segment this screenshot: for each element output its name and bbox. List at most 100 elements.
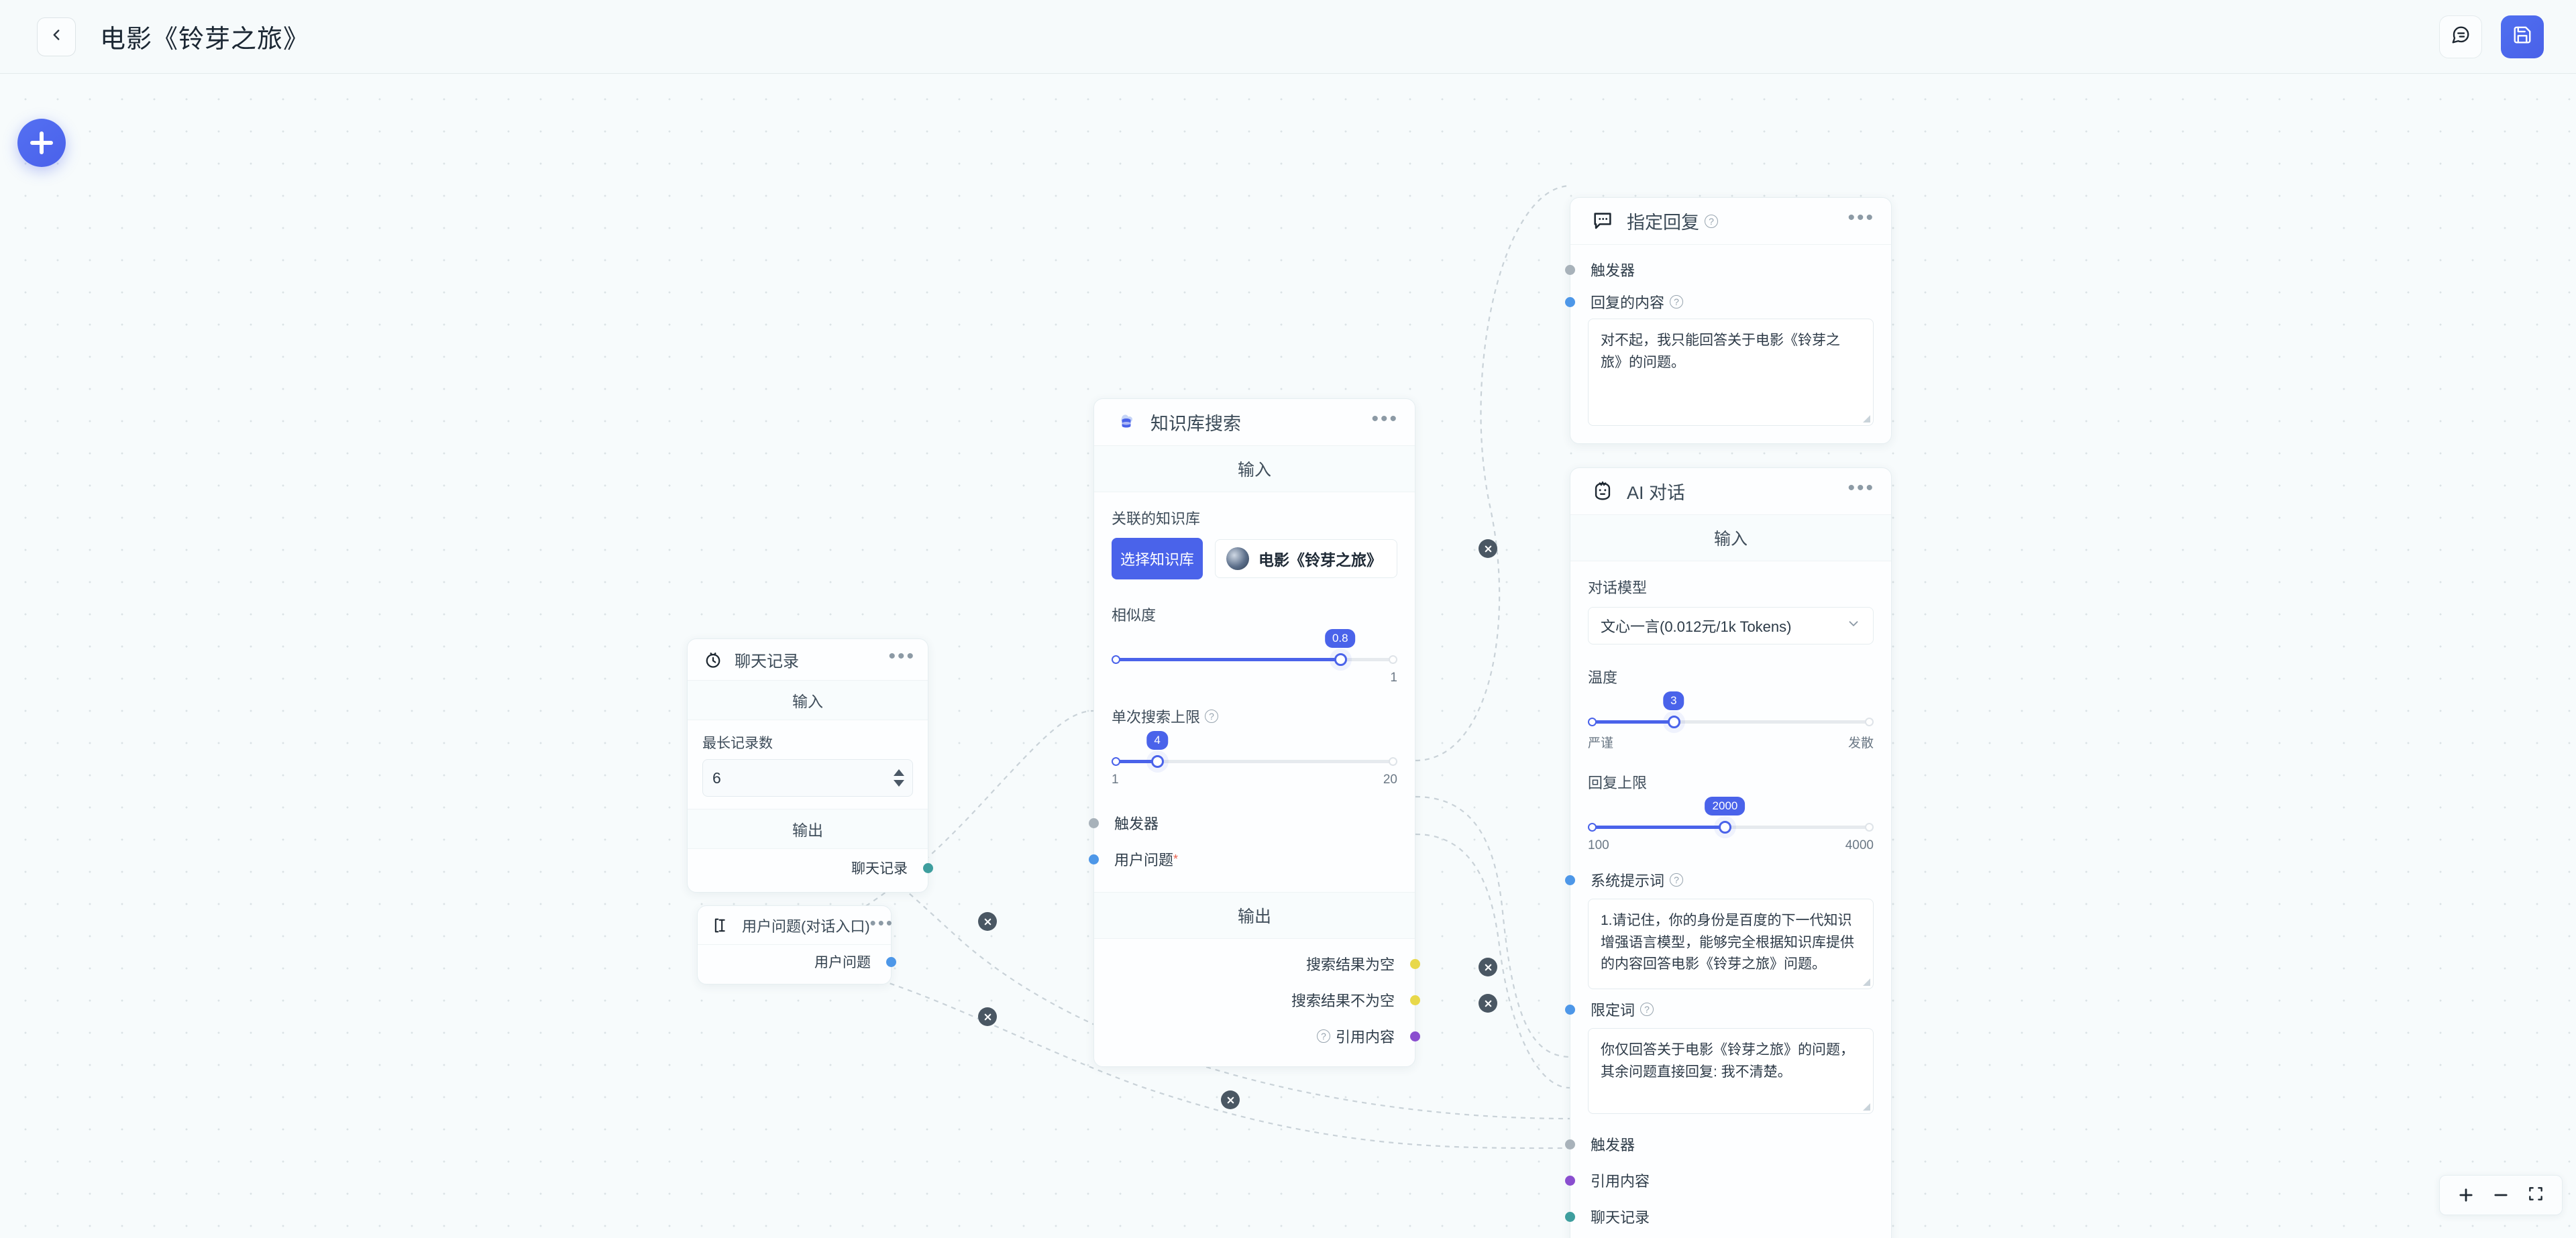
- fit-screen-button[interactable]: [2520, 1181, 2551, 1209]
- help-icon[interactable]: ?: [1670, 873, 1684, 887]
- node-title: 知识库搜索: [1150, 414, 1241, 434]
- max-records-stepper[interactable]: 6: [702, 759, 913, 797]
- edge-delete-button[interactable]: [1221, 1090, 1240, 1109]
- input-ports: 触发器 引用内容 聊天记录 用户问题 *: [1565, 1122, 1891, 1238]
- port-dot[interactable]: [1565, 1004, 1575, 1015]
- node-chat-record[interactable]: 聊天记录 ••• 输入 最长记录数 6 输出 聊天记录: [687, 638, 933, 893]
- stepper-arrows[interactable]: [894, 760, 904, 796]
- edge-delete-button[interactable]: [978, 912, 997, 931]
- reply-limit-max: 4000: [1845, 838, 1874, 852]
- port-label: 用户问题: [1114, 852, 1174, 868]
- node-menu-button[interactable]: •••: [888, 644, 916, 667]
- port-system-prompt[interactable]: 系统提示词 ?: [1565, 865, 1891, 895]
- text-cursor-icon: [710, 911, 733, 940]
- help-icon[interactable]: ?: [1705, 214, 1718, 228]
- kb-chip[interactable]: 电影《铃芽之旅》: [1215, 539, 1397, 578]
- node-menu-button[interactable]: •••: [869, 912, 894, 933]
- node-specified-reply[interactable]: 指定回复 ? ••• 触发器 回复的内容 ? 对不起，我只能回答关于电影《铃芽之…: [1565, 197, 1892, 444]
- linked-kb-label: 关联的知识库: [1112, 510, 1201, 527]
- port-dot[interactable]: [1565, 1175, 1575, 1186]
- input-section-label: 输入: [1094, 446, 1415, 492]
- edge-delete-button[interactable]: [1479, 958, 1497, 976]
- stepper-up-icon[interactable]: [894, 769, 904, 776]
- port-dot[interactable]: [1565, 875, 1575, 885]
- topk-label-text: 单次搜索上限: [1112, 709, 1201, 726]
- model-label: 对话模型: [1588, 579, 1648, 596]
- port-dot[interactable]: [1565, 264, 1575, 275]
- zoom-in-button[interactable]: [2451, 1181, 2481, 1209]
- node-kb-search[interactable]: 知识库搜索 ••• 输入 关联的知识库 选择知识库 电影《铃芽之旅》 相似度 0…: [1089, 398, 1420, 1067]
- node-title: 聊天记录: [735, 653, 799, 671]
- node-title: AI 对话: [1627, 483, 1686, 503]
- zoom-controls[interactable]: [2439, 1175, 2563, 1215]
- output-section-label: 输出: [688, 809, 928, 849]
- output-section-label: 输出: [1094, 892, 1415, 939]
- comments-button[interactable]: [2439, 15, 2482, 58]
- help-icon[interactable]: ?: [1670, 295, 1684, 308]
- reply-limit-value: 2000: [1705, 797, 1746, 815]
- port-reply-content[interactable]: 回复的内容 ?: [1565, 288, 1891, 316]
- output-ports: 聊天记录: [688, 849, 933, 892]
- port-result-empty[interactable]: 搜索结果为空: [1094, 946, 1420, 982]
- port-user-question[interactable]: 用户问题 *: [1570, 1235, 1891, 1238]
- model-select[interactable]: 文心一言(0.012元/1k Tokens): [1588, 607, 1874, 644]
- node-menu-button[interactable]: •••: [1371, 407, 1399, 430]
- port-dot[interactable]: [923, 862, 933, 873]
- save-button[interactable]: [2501, 15, 2544, 58]
- port-dot[interactable]: [1089, 854, 1099, 864]
- port-label: 限定词: [1591, 1002, 1635, 1019]
- port-dot[interactable]: [1410, 958, 1420, 969]
- similarity-slider[interactable]: 0.8: [1112, 629, 1397, 668]
- port-user-question[interactable]: 用户问题: [698, 948, 896, 976]
- port-dot[interactable]: [1410, 1031, 1420, 1042]
- port-result-not-empty[interactable]: 搜索结果不为空: [1094, 982, 1420, 1018]
- port-chat-record[interactable]: 聊天记录: [1565, 1198, 1891, 1235]
- edge-delete-button[interactable]: [1479, 994, 1497, 1013]
- port-trigger[interactable]: 触发器: [1089, 805, 1415, 841]
- port-label: 触发器: [1114, 815, 1159, 832]
- edge-delete-button[interactable]: [978, 1007, 997, 1026]
- node-header: 知识库搜索 •••: [1094, 399, 1415, 446]
- port-dot[interactable]: [1565, 1211, 1575, 1222]
- stepper-down-icon[interactable]: [894, 780, 904, 787]
- reply-limit-slider[interactable]: 2000: [1588, 797, 1874, 836]
- help-icon[interactable]: ?: [1205, 710, 1219, 723]
- output-ports: 用户问题: [698, 945, 896, 984]
- select-kb-button[interactable]: 选择知识库: [1112, 538, 1203, 579]
- port-quote-content[interactable]: ? 引用内容: [1094, 1018, 1420, 1054]
- topk-max: 20: [1383, 773, 1397, 787]
- node-menu-button[interactable]: •••: [1847, 206, 1875, 229]
- node-menu-button[interactable]: •••: [1847, 476, 1875, 499]
- port-user-question[interactable]: 用户问题 *: [1089, 841, 1415, 877]
- port-dot[interactable]: [1565, 1139, 1575, 1149]
- clock-icon: [701, 645, 725, 675]
- port-dot[interactable]: [1410, 995, 1420, 1005]
- port-trigger[interactable]: 触发器: [1565, 1126, 1891, 1162]
- node-ai-dialog[interactable]: AI 对话 ••• 输入 对话模型 文心一言(0.012元/1k Tokens)…: [1565, 467, 1892, 1238]
- zoom-out-button[interactable]: [2485, 1181, 2516, 1209]
- back-button[interactable]: [37, 17, 76, 56]
- node-header: 聊天记录 •••: [688, 639, 928, 681]
- port-label: 触发器: [1591, 262, 1635, 279]
- temperature-min-label: 严谨: [1588, 736, 1614, 750]
- add-node-button[interactable]: [17, 119, 66, 167]
- port-chat-record[interactable]: 聊天记录: [688, 853, 933, 883]
- flow-canvas[interactable]: 指定回复 ? ••• 触发器 回复的内容 ? 对不起，我只能回答关于电影《铃芽之…: [0, 74, 2576, 1238]
- edge-delete-button[interactable]: [1479, 539, 1497, 558]
- node-user-question-entry[interactable]: 用户问题(对话入口) ••• 用户问题: [697, 905, 896, 984]
- top-bar: 电影《铃芽之旅》: [0, 0, 2576, 74]
- fit-screen-icon: [2527, 1185, 2544, 1206]
- port-quote-content[interactable]: 引用内容: [1565, 1162, 1891, 1198]
- help-icon[interactable]: ?: [1316, 1029, 1330, 1043]
- system-prompt-textarea[interactable]: 1.请记住，你的身份是百度的下一代知识增强语言模型，能够完全根据知识库提供的内容…: [1588, 899, 1874, 989]
- port-limit-word[interactable]: 限定词 ?: [1565, 995, 1891, 1024]
- topk-slider[interactable]: 4: [1112, 731, 1397, 770]
- port-dot[interactable]: [1089, 818, 1099, 828]
- port-trigger[interactable]: 触发器: [1565, 251, 1891, 288]
- temperature-slider[interactable]: 3: [1588, 691, 1874, 730]
- reply-content-textarea[interactable]: 对不起，我只能回答关于电影《铃芽之旅》的问题。: [1588, 319, 1874, 426]
- help-icon[interactable]: ?: [1640, 1003, 1654, 1016]
- limit-word-textarea[interactable]: 你仅回答关于电影《铃芽之旅》的问题，其余问题直接回复: 我不清楚。: [1588, 1028, 1874, 1114]
- port-dot[interactable]: [886, 956, 896, 967]
- port-dot[interactable]: [1565, 296, 1575, 307]
